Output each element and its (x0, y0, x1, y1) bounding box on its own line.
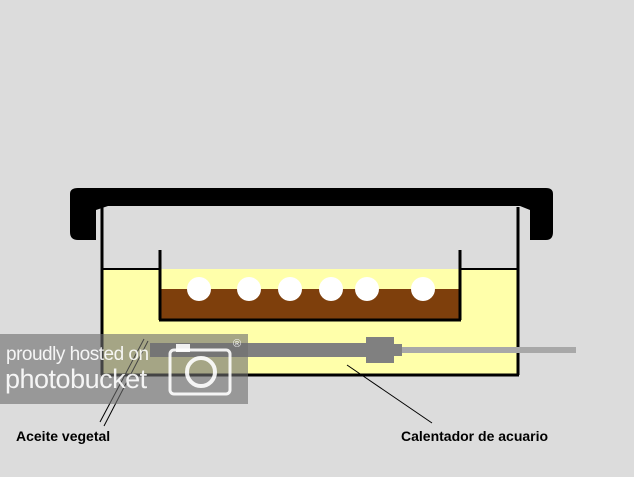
watermark-line1: proudly hosted on (6, 344, 149, 365)
egg (411, 277, 435, 301)
heater-cap (366, 337, 394, 363)
watermark-line2: photobucket (5, 364, 147, 394)
egg (319, 277, 343, 301)
heater-cable (402, 347, 576, 353)
egg (278, 277, 302, 301)
egg (355, 277, 379, 301)
camera-icon (168, 344, 232, 396)
label-oil: Aceite vegetal (16, 428, 111, 444)
heater-leader-line (346, 364, 433, 424)
registered-mark: ® (233, 338, 242, 350)
food-layer (160, 289, 460, 319)
heater-cap-tip (394, 344, 402, 356)
lid (70, 188, 553, 240)
egg (237, 277, 261, 301)
egg (187, 277, 211, 301)
watermark: proudly hosted on photobucket ® (0, 334, 248, 404)
label-heater: Calentador de acuario (401, 428, 549, 444)
